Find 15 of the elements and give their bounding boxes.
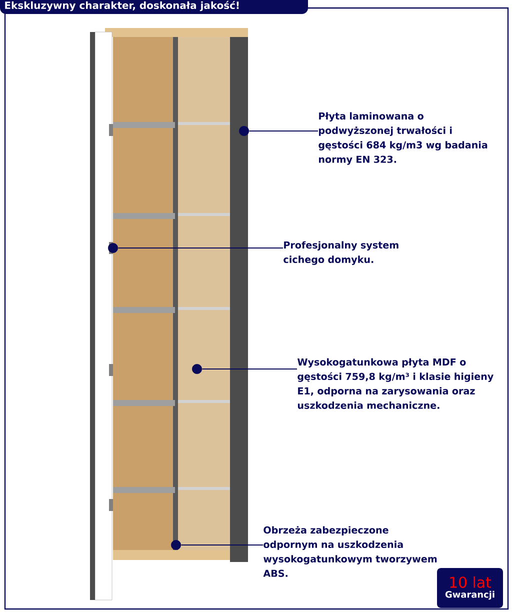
callout-text: Obrzeża zabezpieczone odpornym na uszkodzenia wysokogatunkowym tworzywem ABS. — [263, 526, 437, 577]
node-label: 10 lat — [450, 576, 492, 588]
pointer-dot — [108, 243, 118, 253]
pointer-dot — [239, 126, 249, 136]
pointer-dot — [192, 364, 202, 374]
title-banner: Ekskluzywny charakter, doskonała jakość! — [0, 0, 308, 14]
leader-line — [248, 130, 318, 132]
node-label: Gwarancji — [445, 590, 494, 600]
leader-line — [202, 368, 298, 370]
callout-text: Płyta laminowana o podwyższonej trwałości i gęstości 684 kg/m3 wg badania normy EN 323. — [318, 112, 488, 165]
callout-text: Wysokogatunkowa płyta MDF o gęstości 759,8 kg/m³ i klasie higieny E1, odporna na zarysowania oraz uszkodzenia mechaniczne. — [297, 358, 494, 409]
pointer-dot — [171, 540, 181, 550]
callout-text: Profesjonalny system cichego domyku. — [284, 241, 398, 265]
leader-line — [180, 544, 264, 546]
warranty-badge: 10 lat Gwarancji — [437, 568, 503, 608]
